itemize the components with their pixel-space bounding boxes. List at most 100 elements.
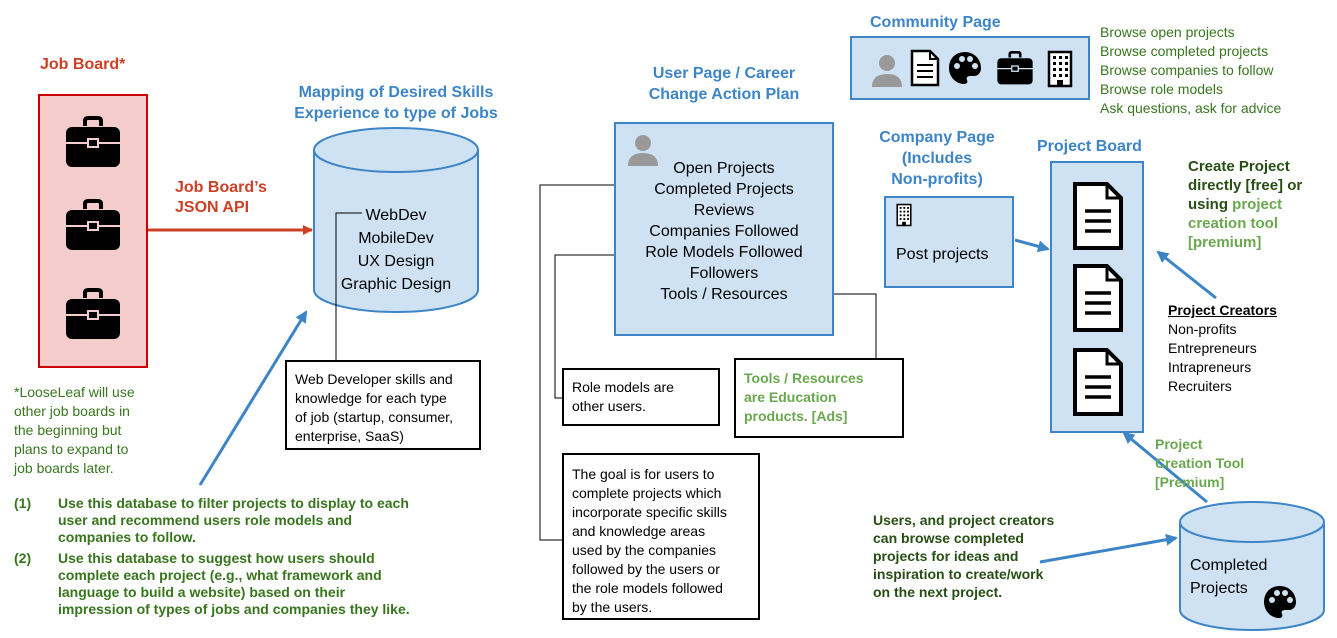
note-line: products. [Ads]	[744, 408, 848, 424]
user-page-panel: Open Projects Completed Projects Reviews…	[614, 122, 834, 336]
note-line: knowledge for each type	[295, 390, 447, 406]
use-line: language to build a website) based on th…	[58, 584, 346, 600]
user-avatar-icon	[628, 135, 658, 166]
user-page-item: Reviews	[693, 202, 755, 219]
briefcase-icon	[66, 288, 120, 339]
project-creation-tool-label: Project Creation Tool [Premium]	[1155, 435, 1244, 492]
note-line: enterprise, SaaS)	[295, 428, 404, 444]
community-browse-list: Browse open projects Browse completed pr…	[1100, 23, 1281, 118]
creator-item: Entrepreneurs	[1168, 340, 1257, 356]
note-line: and knowledge areas	[572, 523, 706, 539]
creators-to-board-arrow	[1156, 250, 1217, 300]
creator-item: Non-profits	[1168, 321, 1237, 337]
api-label-line: JSON API	[175, 199, 250, 216]
create-line: directly [free] or	[1188, 177, 1303, 194]
browse-note-line: inspiration to create/work	[873, 566, 1044, 582]
title-line: User Page / Career	[652, 65, 796, 82]
completed-projects-label: Completed Projects	[1190, 554, 1267, 600]
create-line-green: creation tool	[1188, 215, 1279, 232]
note-line: by the users.	[572, 599, 653, 615]
creator-item: Recruiters	[1168, 378, 1232, 394]
office-building-icon	[896, 203, 912, 227]
note-line: followed by the users or	[572, 561, 720, 577]
briefcase-icon	[997, 51, 1033, 85]
skill-item: WebDev	[365, 207, 427, 224]
community-page-title: Community Page	[870, 14, 1001, 31]
title-line: Non-profits)	[891, 171, 983, 188]
use-number: (1)	[14, 495, 32, 511]
use-line: Use this database to suggest how users s…	[58, 550, 375, 566]
role-models-connector	[554, 254, 636, 399]
document-icon	[1073, 182, 1123, 250]
skill-item: UX Design	[357, 253, 435, 270]
create-project-note: Create Project directly [free] or using …	[1188, 157, 1302, 252]
title-line: Experience to type of Jobs	[294, 105, 498, 122]
user-page-list: Open Projects Completed Projects Reviews…	[616, 158, 832, 305]
project-creators-list: Project Creators Non-profits Entrepreneu…	[1168, 301, 1277, 396]
title-line: Company Page	[879, 129, 995, 146]
completed-line: Projects	[1190, 580, 1248, 597]
briefcase-icon	[66, 116, 120, 167]
skill-item: Graphic Design	[340, 276, 452, 293]
tool-line: Creation Tool	[1155, 455, 1245, 471]
create-line-green: project	[1232, 196, 1283, 213]
note-line: incorporate specific skills	[572, 504, 727, 520]
palette-icon	[1264, 586, 1296, 618]
job-board-api-label: Job Board’s JSON API	[175, 178, 267, 218]
document-icon	[910, 49, 940, 87]
creator-item: Intrapreneurs	[1168, 359, 1252, 375]
user-page-title: User Page / Career Change Action Plan	[614, 63, 834, 105]
user-page-item: Companies Followed	[649, 223, 799, 240]
palette-icon	[949, 52, 981, 84]
user-page-item: Role Models Followed	[645, 244, 803, 261]
loose-leaf-footnote: *LooseLeaf will use other job boards in …	[14, 383, 135, 478]
note-line: Tools / Resources	[744, 370, 864, 386]
footnote-line: other job boards in	[14, 403, 130, 419]
company-page-title: Company Page (Includes Non-profits)	[862, 127, 1012, 190]
document-icon	[1073, 348, 1123, 416]
use-line: impression of types of jobs and companie…	[58, 601, 410, 617]
uses-to-database-arrow	[198, 310, 308, 486]
briefcase-icon	[66, 199, 120, 250]
use-line: companies to follow.	[58, 529, 196, 545]
browse-note-line: on the next project.	[873, 584, 1003, 600]
title-line: Mapping of Desired Skills	[298, 84, 494, 101]
title-line: (Includes	[901, 150, 973, 167]
completed-to-board-arrow	[1122, 431, 1208, 504]
browse-completed-note: Users, and project creators can browse c…	[873, 511, 1054, 601]
community-page-panel	[850, 36, 1090, 100]
use-line: complete each project (e.g., what framew…	[58, 567, 382, 583]
browse-item: Browse companies to follow	[1100, 62, 1274, 78]
role-models-note-box: Role models are other users.	[562, 368, 720, 426]
browse-note-line: can browse completed	[873, 530, 1024, 546]
completed-projects-connector	[539, 184, 640, 541]
create-line-green: [premium]	[1188, 234, 1262, 251]
project-board-panel	[1050, 161, 1144, 433]
note-line: Web Developer skills and	[295, 371, 453, 387]
tool-line: [Premium]	[1155, 474, 1225, 490]
title-line: Change Action Plan	[648, 86, 800, 103]
project-creators-title: Project Creators	[1168, 302, 1277, 318]
post-projects-label: Post projects	[896, 246, 989, 263]
webdev-connector	[335, 212, 362, 362]
browse-note-line: projects for ideas and	[873, 548, 1019, 564]
note-line: of job (startup, consumer,	[295, 409, 453, 425]
tool-line: Project	[1155, 436, 1203, 452]
database-uses: (1) Use this database to filter projects…	[14, 495, 410, 618]
note-line: used by the companies	[572, 542, 716, 558]
tools-note-box: Tools / Resources are Education products…	[734, 358, 904, 438]
skills-note-box: Web Developer skills and knowledge for e…	[285, 360, 481, 450]
create-line: Create Project	[1188, 158, 1290, 175]
note-line: The goal is for users to	[572, 466, 715, 482]
company-to-board-arrow	[1014, 238, 1050, 253]
use-item: (2) Use this database to suggest how use…	[14, 550, 410, 618]
completed-line: Completed	[1190, 557, 1268, 574]
browse-note-line: Users, and project creators	[873, 512, 1055, 528]
browse-item: Browse open projects	[1100, 24, 1235, 40]
browse-item: Browse role models	[1100, 81, 1223, 97]
goal-note-box: The goal is for users to complete projec…	[562, 453, 760, 620]
note-line: complete projects which	[572, 485, 722, 501]
use-item: (1) Use this database to filter projects…	[14, 495, 410, 546]
user-avatar-icon	[872, 55, 902, 87]
